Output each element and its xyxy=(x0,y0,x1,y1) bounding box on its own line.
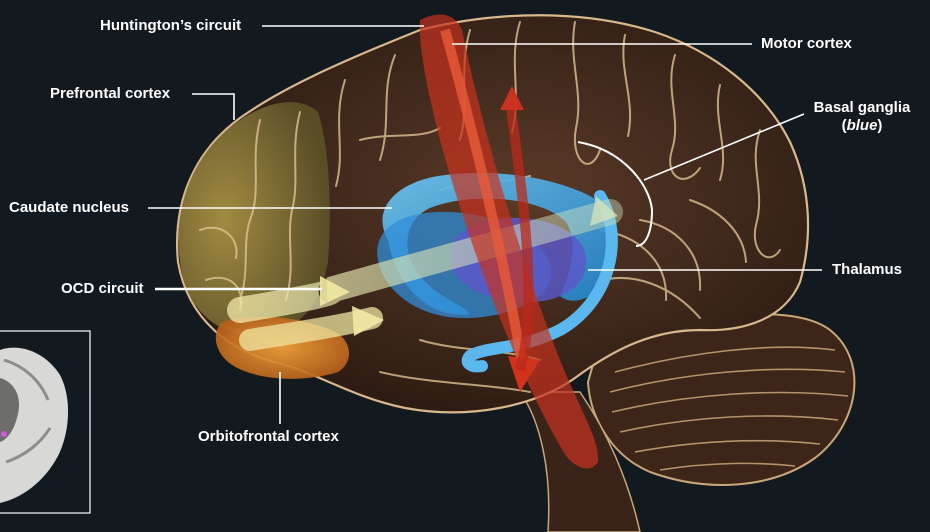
label-orbitofrontal-cortex: Orbitofrontal cortex xyxy=(198,428,339,446)
label-ocd-circuit: OCD circuit xyxy=(61,280,144,298)
label-huntingtons-circuit: Huntington’s circuit xyxy=(100,17,241,35)
label-basal-ganglia-title: Basal ganglia xyxy=(806,99,918,117)
leader-prefrontal xyxy=(192,94,234,120)
brain xyxy=(177,15,854,532)
label-prefrontal-cortex: Prefrontal cortex xyxy=(50,85,170,103)
label-basal-ganglia-note: (blue) xyxy=(806,117,918,135)
label-motor-cortex: Motor cortex xyxy=(761,35,852,53)
label-thalamus: Thalamus xyxy=(832,261,902,279)
inset-marker xyxy=(1,431,7,437)
label-basal-ganglia: Basal ganglia (blue) xyxy=(806,99,918,135)
label-caudate-nucleus: Caudate nucleus xyxy=(9,199,129,217)
label-basal-ganglia-color: blue xyxy=(847,117,878,134)
inset-panel xyxy=(0,331,90,513)
